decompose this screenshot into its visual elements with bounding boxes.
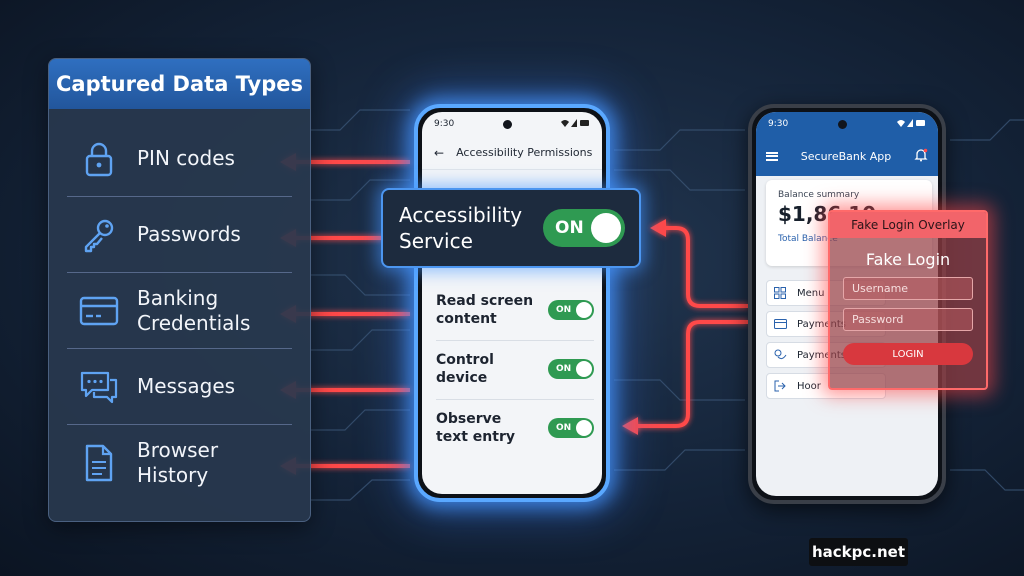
- control-device-toggle[interactable]: ON: [548, 359, 594, 379]
- bank-menu-item[interactable]: Menu: [766, 280, 886, 306]
- divider: [436, 399, 594, 400]
- menu-item-label: Hoor: [797, 380, 821, 392]
- fake-login-overlay: Fake Login Overlay Fake Login Username P…: [828, 210, 988, 390]
- arrow-bank-to-textentry: [636, 320, 748, 428]
- data-type-passwords: Passwords: [67, 197, 292, 273]
- chat-bubbles-icon: [75, 367, 123, 407]
- permission-label: Observe text entry: [436, 411, 515, 445]
- circuit-traces: [310, 109, 1024, 501]
- status-time: 9:30: [768, 119, 789, 129]
- bank-app-title: SecureBank App: [800, 149, 892, 163]
- fake-login-heading: Fake Login: [865, 250, 951, 269]
- bell-icon[interactable]: [914, 148, 928, 165]
- data-type-label: Passwords: [137, 222, 241, 246]
- watermark: hackpc.net: [809, 538, 908, 566]
- accessibility-screen: 9:30 ← Accessibility Permissions Read sc…: [422, 112, 602, 494]
- transfer-icon: [773, 349, 787, 361]
- fake-login-button[interactable]: LOGIN: [843, 343, 973, 365]
- balance-label: Balance summary: [778, 190, 860, 200]
- camera-icon: [502, 119, 512, 129]
- back-arrow-icon[interactable]: ←: [434, 145, 445, 160]
- document-icon: [75, 443, 123, 483]
- signal-battery-icon: [896, 118, 926, 131]
- accessibility-service-toggle[interactable]: ON: [543, 209, 625, 247]
- fake-password-input[interactable]: Password: [843, 308, 973, 331]
- status-bar: 9:30: [756, 112, 938, 136]
- data-type-pin: PIN codes: [67, 121, 292, 197]
- accessibility-service-callout: Accessibility Service ON: [381, 188, 641, 268]
- menu-item-label: Payments: [797, 318, 846, 330]
- grid-icon: [773, 287, 787, 299]
- permission-label: Control device: [436, 352, 494, 386]
- lock-icon: [75, 139, 123, 179]
- menu-item-label: Menu: [797, 287, 825, 299]
- data-type-label: Banking Credentials: [137, 285, 251, 335]
- observe-text-toggle[interactable]: ON: [548, 418, 594, 438]
- permissions-header: ← Accessibility Permissions: [422, 136, 602, 170]
- status-bar: 9:30: [422, 112, 602, 136]
- hamburger-menu-icon[interactable]: [766, 151, 778, 161]
- accessibility-phone: 9:30 ← Accessibility Permissions Read sc…: [414, 104, 610, 502]
- data-type-label: Messages: [137, 374, 236, 398]
- divider: [436, 340, 594, 341]
- data-type-list: PIN codes Passwords Banking Credentials …: [49, 109, 310, 501]
- arrowhead-bank-to-textentry: [622, 417, 638, 435]
- menu-item-label: Payments: [797, 349, 846, 361]
- captured-data-panel: Captured Data Types PIN codes Passwords …: [48, 58, 311, 522]
- signal-battery-icon: [560, 118, 590, 131]
- logout-icon: [773, 380, 787, 392]
- data-type-banking: Banking Credentials: [67, 273, 292, 349]
- bank-app-header: SecureBank App: [756, 136, 938, 176]
- key-icon: [75, 215, 123, 255]
- permissions-title: Accessibility Permissions: [456, 146, 593, 159]
- card-icon: [773, 318, 787, 330]
- data-type-messages: Messages: [67, 349, 292, 425]
- total-balance-link[interactable]: Total Balance: [778, 234, 838, 244]
- fake-username-input[interactable]: Username: [843, 277, 973, 300]
- read-screen-toggle[interactable]: ON: [548, 300, 594, 320]
- permission-observe-text: Observe text entry ON: [436, 404, 594, 452]
- accessibility-service-label: Accessibility Service: [399, 203, 523, 253]
- arrow-bank-to-service: [664, 226, 748, 308]
- arrowhead-bank-to-service: [650, 219, 666, 237]
- permission-label: Read screen content: [436, 293, 534, 327]
- credit-card-icon: [75, 291, 123, 331]
- data-type-label: Browser History: [137, 438, 219, 487]
- data-type-browser: Browser History: [67, 425, 292, 501]
- data-type-label: PIN codes: [137, 146, 235, 170]
- panel-title: Captured Data Types: [49, 59, 310, 109]
- camera-icon: [837, 119, 847, 129]
- overlay-title: Fake Login Overlay: [830, 212, 986, 238]
- status-time: 9:30: [434, 119, 455, 129]
- permission-read-screen: Read screen content ON: [436, 286, 594, 334]
- permission-control-device: Control device ON: [436, 345, 594, 393]
